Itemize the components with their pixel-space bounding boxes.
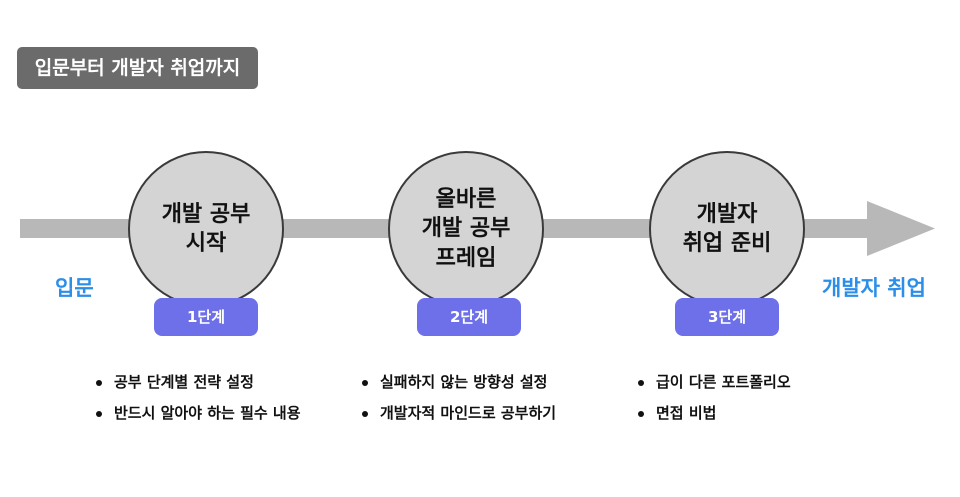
stage-3-bullet-1: 급이 다른 포트폴리오 <box>636 367 791 398</box>
stage-1-circle: 개발 공부 시작 <box>128 151 284 307</box>
stage-2-circle: 올바른 개발 공부 프레임 <box>388 151 544 307</box>
stage-3-circle: 개발자 취업 준비 <box>649 151 805 307</box>
diagram-title: 입문부터 개발자 취업까지 <box>17 47 258 89</box>
stage-2-bullet-1: 실패하지 않는 방향성 설정 <box>360 367 556 398</box>
stage-1-bullets: 공부 단계별 전략 설정 반드시 알아야 하는 필수 내용 <box>94 367 301 429</box>
stage-3-bullets: 급이 다른 포트폴리오 면접 비법 <box>636 367 791 429</box>
timeline-arrow-head <box>867 201 935 256</box>
stage-1-bullet-1: 공부 단계별 전략 설정 <box>94 367 301 398</box>
stage-1-step-badge: 1단계 <box>154 298 258 336</box>
stage-3-bullet-2: 면접 비법 <box>636 398 791 429</box>
stage-2-step-badge: 2단계 <box>417 298 521 336</box>
stage-3-step-badge: 3단계 <box>675 298 779 336</box>
end-label: 개발자 취업 <box>822 276 926 300</box>
stage-2-bullets: 실패하지 않는 방향성 설정 개발자적 마인드로 공부하기 <box>360 367 556 429</box>
stage-2-bullet-2: 개발자적 마인드로 공부하기 <box>360 398 556 429</box>
start-label: 입문 <box>55 276 94 300</box>
stage-1-bullet-2: 반드시 알아야 하는 필수 내용 <box>94 398 301 429</box>
